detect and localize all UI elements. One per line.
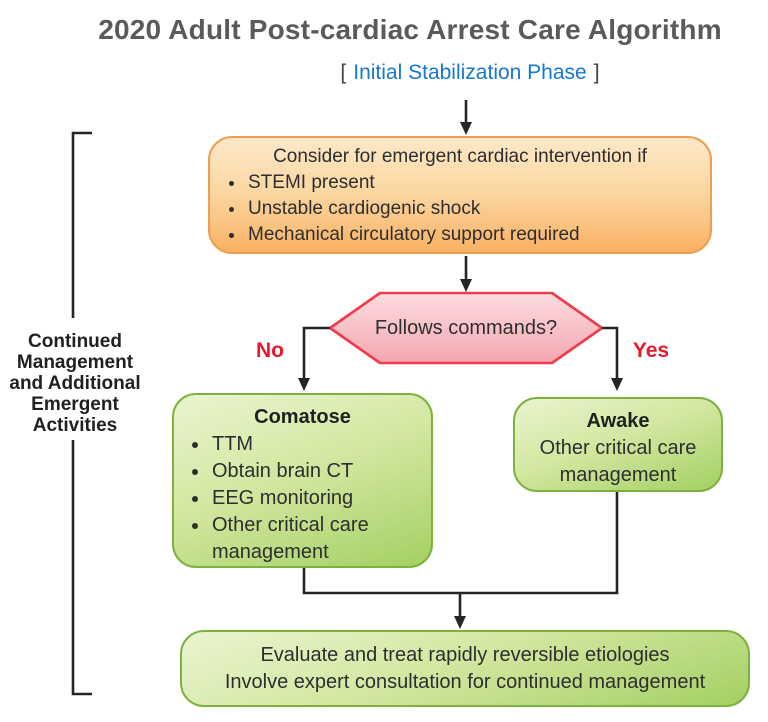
no-branch-line: [302, 326, 330, 379]
evaluate-line-2: Involve expert consultation for continue…: [224, 671, 706, 693]
comatose-box: Comatose TTM Obtain brain CT EEG monitor…: [172, 393, 433, 568]
emergent-intervention-box: Consider for emergent cardiac interventi…: [208, 136, 712, 254]
side-label-line: Emergent: [31, 394, 119, 415]
list-item: TTM: [210, 431, 423, 458]
intervention-bullet-list: STEMI present Unstable cardiogenic shock…: [210, 170, 710, 248]
list-item: Obtain brain CT: [210, 458, 423, 485]
arrowhead-icon: [460, 122, 472, 135]
phase-label: [ Initial Stabilization Phase]: [86, 61, 768, 85]
arrowhead-icon: [298, 378, 310, 391]
list-item: STEMI present: [246, 170, 702, 196]
side-bracket-shape: [71, 131, 92, 696]
evaluate-line-1: Evaluate and treat rapidly reversible et…: [260, 644, 670, 666]
yes-branch-line: [602, 326, 619, 379]
list-item: Other critical care management: [210, 512, 423, 566]
list-item: Mechanical circulatory support required: [246, 222, 702, 248]
phase-text: Initial Stabilization Phase: [353, 61, 587, 84]
yes-label: Yes: [632, 339, 670, 362]
list-item: Unstable cardiogenic shock: [246, 196, 702, 222]
comatose-bullet-list: TTM Obtain brain CT EEG monitoring Other…: [174, 431, 431, 566]
page-title: 2020 Adult Post-cardiac Arrest Care Algo…: [98, 14, 722, 45]
phase-open-bracket: [: [340, 61, 347, 84]
arrowhead-icon: [454, 616, 466, 629]
decision-question: Follows commands?: [374, 316, 558, 339]
arrowhead-icon: [460, 279, 472, 292]
awake-box: Awake Other critical care management: [513, 397, 723, 492]
side-label-line: Management: [16, 352, 134, 373]
awake-title: Awake: [586, 410, 650, 432]
side-label-line: Activities: [32, 415, 118, 436]
no-label: No: [256, 339, 284, 362]
arrowhead-icon: [611, 378, 623, 391]
awake-body: Other critical care management: [539, 437, 697, 486]
list-item: EEG monitoring: [210, 485, 423, 512]
evaluate-box: Evaluate and treat rapidly reversible et…: [180, 630, 750, 707]
phase-close-bracket: ]: [593, 61, 600, 84]
comatose-title: Comatose: [254, 406, 351, 428]
side-label-line: Continued: [28, 331, 122, 352]
intervention-heading: Consider for emergent cardiac interventi…: [273, 146, 647, 167]
side-label-line: and Additional: [9, 373, 141, 394]
side-label: Continued Management and Additional Emer…: [0, 331, 150, 436]
